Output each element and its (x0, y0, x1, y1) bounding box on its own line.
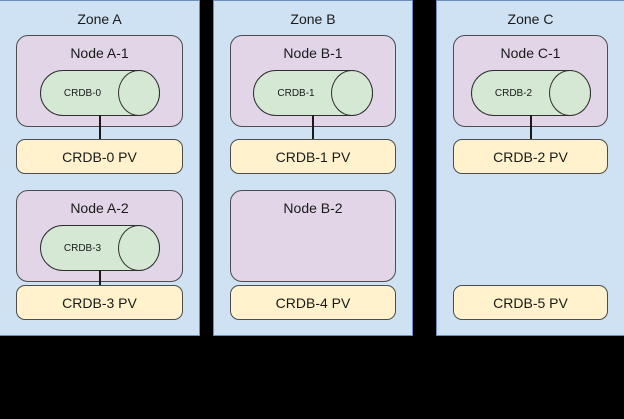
database-cylinder-crdb-2[interactable]: CRDB-2 (470, 70, 591, 116)
database-label-crdb-2: CRDB-2 (494, 87, 533, 99)
connector-crdb-3-to-pv (98, 270, 101, 295)
zone-title-c: Zone C (507, 11, 554, 27)
node-label-b-2: Node B-2 (283, 200, 343, 216)
database-cylinder-crdb-3[interactable]: CRDB-3 (39, 225, 160, 271)
connector-crdb-1-to-pv (312, 115, 314, 140)
connector-crdb-0-to-pv (98, 115, 101, 140)
node-label-a-1: Node A-1 (70, 45, 129, 61)
node-box-a-1[interactable]: Node A-1 CRDB-0 (16, 35, 183, 127)
zone-panel-c[interactable]: Zone C Node C-1 CRDB-2 CRDB-2 PV CRDB-5 … (436, 0, 624, 336)
database-label-crdb-3: CRDB-3 (63, 242, 102, 254)
node-box-a-2[interactable]: Node A-2 CRDB-3 (16, 190, 183, 282)
pv-box-crdb-5[interactable]: CRDB-5 PV (453, 285, 608, 320)
pv-box-crdb-4[interactable]: CRDB-4 PV (230, 285, 396, 320)
cylinder-cap (548, 70, 591, 116)
node-label-b-1: Node B-1 (283, 45, 343, 61)
pv-box-crdb-0[interactable]: CRDB-0 PV (16, 139, 183, 174)
zone-panel-a[interactable]: Zone A Node A-1 CRDB-0 CRDB-0 PV Node A-… (0, 0, 200, 336)
node-box-c-1[interactable]: Node C-1 CRDB-2 (453, 35, 608, 127)
node-label-c-1: Node C-1 (500, 45, 561, 61)
cylinder-cap (117, 70, 160, 116)
pv-box-crdb-2[interactable]: CRDB-2 PV (453, 139, 608, 174)
zone-panel-b[interactable]: Zone B Node B-1 CRDB-1 CRDB-1 PV Node B-… (213, 0, 413, 336)
database-label-crdb-0: CRDB-0 (63, 87, 102, 99)
cylinder-cap (331, 70, 373, 116)
connector-crdb-2-to-pv (529, 115, 532, 140)
zone-title-a: Zone A (77, 11, 122, 27)
node-box-b-1[interactable]: Node B-1 CRDB-1 (230, 35, 396, 127)
zone-title-b: Zone B (290, 11, 336, 27)
node-box-b-2[interactable]: Node B-2 (230, 190, 396, 282)
cylinder-cap (117, 225, 160, 271)
node-label-a-2: Node A-2 (70, 200, 129, 216)
database-cylinder-crdb-1[interactable]: CRDB-1 (253, 70, 373, 116)
pv-box-crdb-1[interactable]: CRDB-1 PV (230, 139, 396, 174)
pv-box-crdb-3[interactable]: CRDB-3 PV (16, 285, 183, 320)
database-label-crdb-1: CRDB-1 (277, 87, 315, 99)
database-cylinder-crdb-0[interactable]: CRDB-0 (39, 70, 160, 116)
